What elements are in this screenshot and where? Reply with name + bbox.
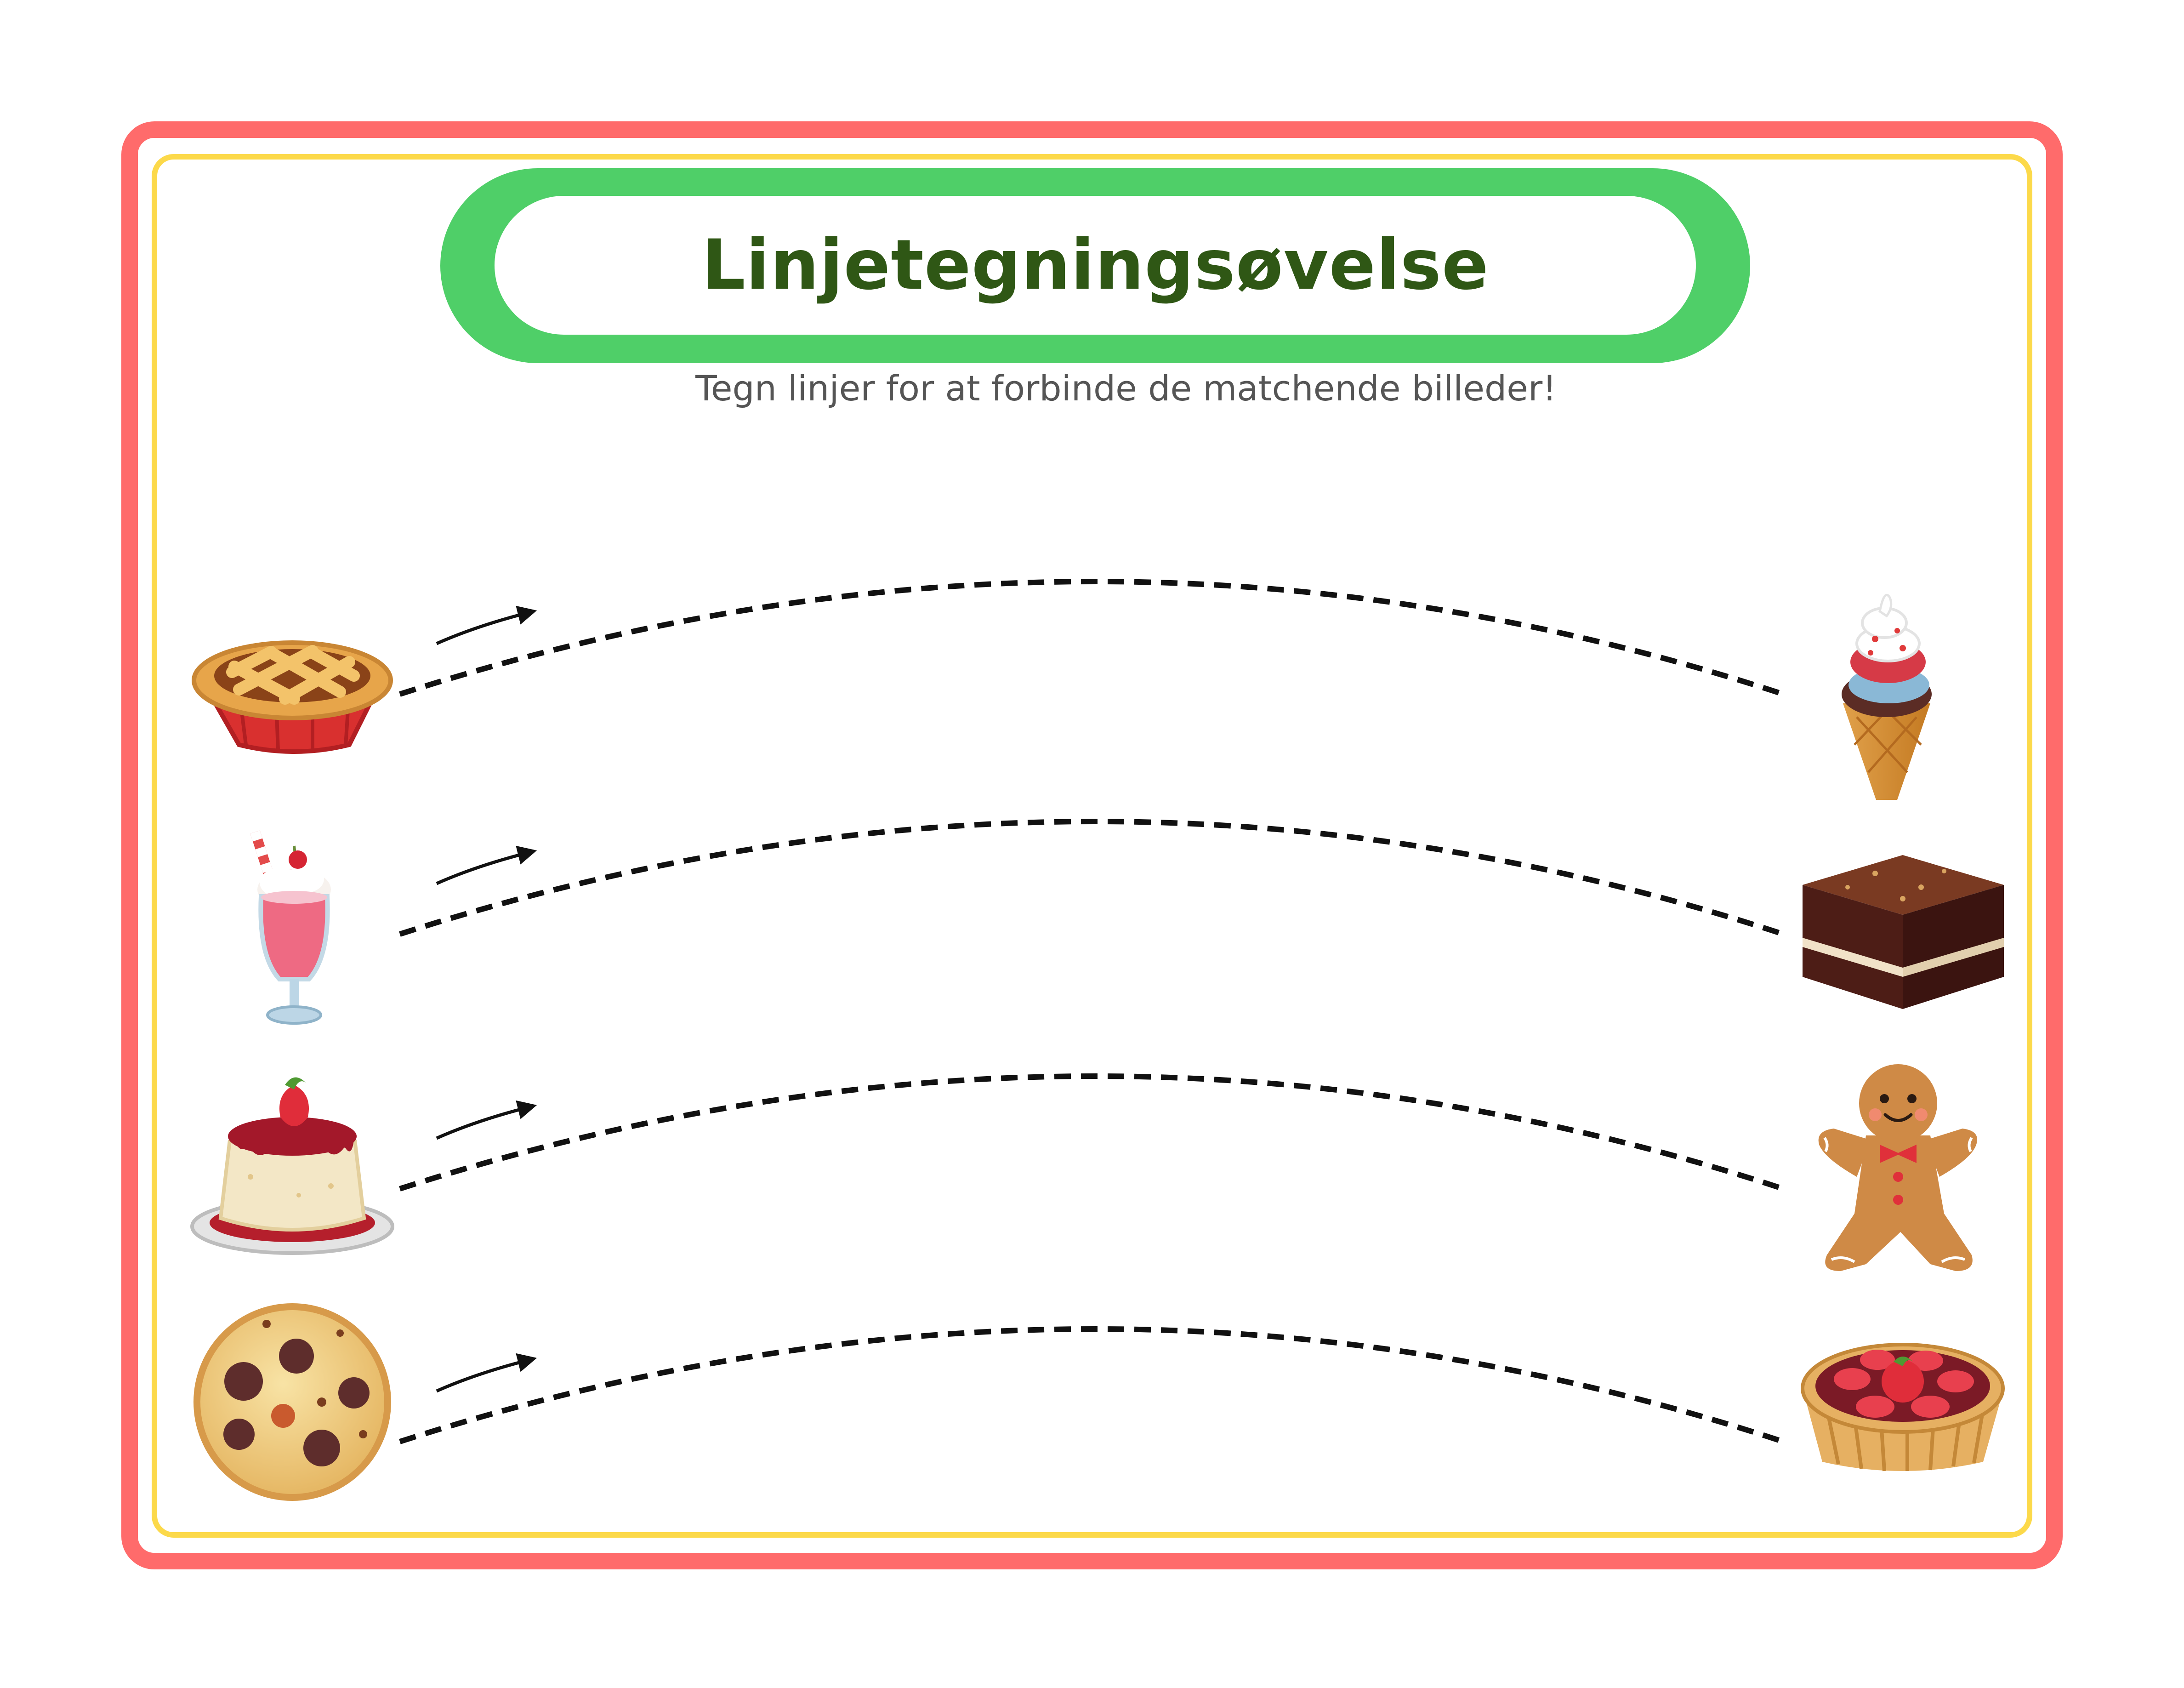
cookie-icon <box>193 1303 391 1501</box>
instructions: Tegn linjer for at forbinde de matchende… <box>695 368 1557 409</box>
pie-icon <box>192 640 393 754</box>
gingerbread-man-icon <box>1818 1064 1977 1271</box>
milkshake-icon <box>250 830 331 1025</box>
trace-line[interactable] <box>399 819 1784 937</box>
page-title: Linjetegningsøvelse <box>701 225 1489 305</box>
direction-arrow-icon <box>436 605 537 645</box>
inner-border <box>152 154 2032 1538</box>
direction-arrow-icon <box>436 1353 537 1393</box>
direction-arrow-icon <box>436 1100 537 1140</box>
title-banner-inner: Linjetegningsøvelse <box>495 196 1696 335</box>
direction-arrow-icon <box>436 845 537 885</box>
brownie-icon <box>1803 855 2004 1009</box>
trace-line[interactable] <box>399 579 1784 697</box>
pudding-icon <box>190 1077 394 1255</box>
trace-line[interactable] <box>399 1326 1784 1444</box>
ice-cream-cone-icon <box>1842 593 1932 800</box>
outer-border <box>121 121 2063 1569</box>
trace-line[interactable] <box>399 1073 1784 1192</box>
strawberry-tart-icon <box>1801 1343 2005 1471</box>
